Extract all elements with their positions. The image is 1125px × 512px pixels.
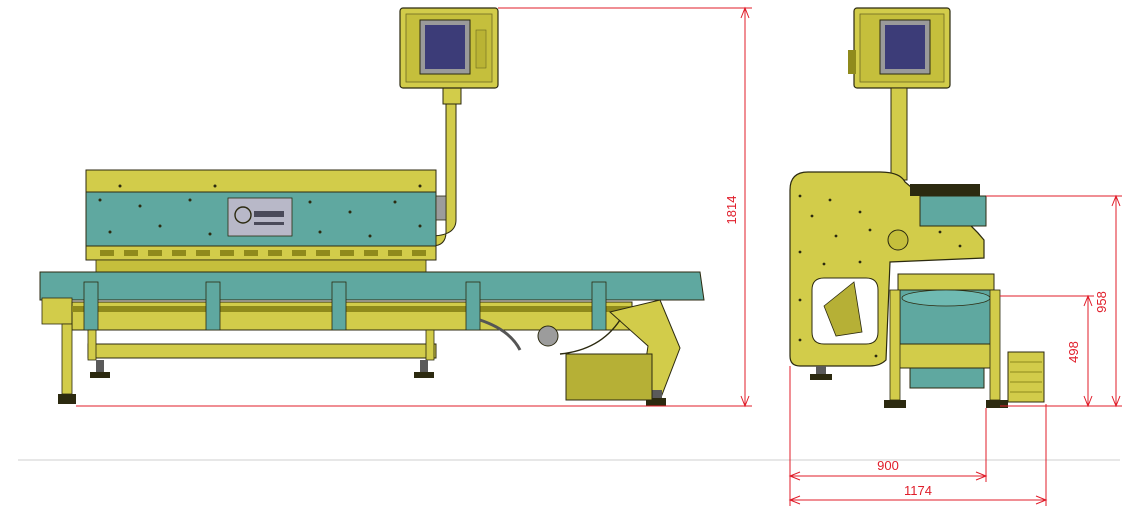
dimension-label-498: 498 <box>1066 341 1081 363</box>
side-view: 958 498 900 1174 <box>788 7 1122 506</box>
optical-housing <box>85 169 447 273</box>
side-outfeed <box>884 273 1045 408</box>
monitor-side <box>848 7 951 181</box>
dimension-1814 <box>76 6 752 408</box>
reject-bin-side <box>1007 351 1045 403</box>
dimension-label-900: 900 <box>877 458 899 473</box>
frame-front <box>58 323 666 406</box>
front-view: 1814 <box>39 6 752 408</box>
dimension-label-1174: 1174 <box>904 483 932 498</box>
side-body <box>789 171 987 380</box>
reject-bin-front <box>565 353 653 401</box>
side-dimension-lines <box>788 194 1122 506</box>
dimension-label-1814: 1814 <box>724 196 739 225</box>
dimension-label-958: 958 <box>1094 291 1109 313</box>
conveyor-front <box>39 271 705 401</box>
